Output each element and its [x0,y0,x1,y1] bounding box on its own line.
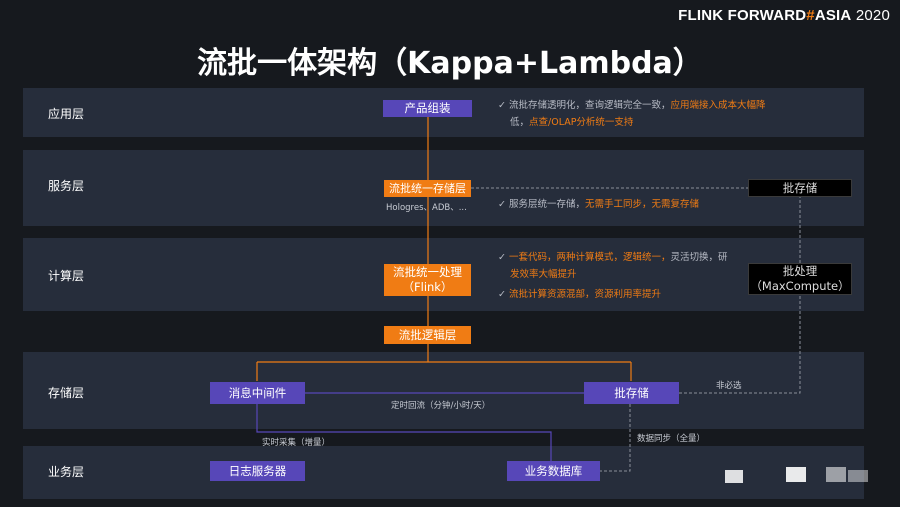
app-note-text-1: 流批存储透明化，查询逻辑完全一致， [508,100,671,111]
batch-processing-title: 批处理 [782,264,818,278]
app-layer-note: ✓流批存储透明化，查询逻辑完全一致，应用端接入成本大幅降 低，点查/OLAP分析… [498,97,788,131]
compute-note-text-2: 发效率大幅提升 [510,269,577,280]
batch-processing-box: 批处理 （MaxCompute） [748,263,852,295]
business-db-box: 业务数据库 [507,461,600,481]
unified-processing-title: 流批统一处理 [393,265,462,279]
watermark-block [786,467,806,482]
optional-label: 非必选 [716,381,742,391]
compute-note-text-3: 流批计算资源混部，资源利用率提升 [508,289,661,300]
watermark-block [725,470,743,483]
brand-main: FLINK FORWARD [678,7,807,24]
layer-label-storage: 存储层 [48,386,85,400]
brand-region: ASIA [814,7,852,24]
check-icon: ✓ [498,100,506,111]
batch-storage-top-box: 批存储 [748,179,852,197]
optional-line [679,295,801,394]
service-note-highlight: 无需手工同步，无需复存储 [584,199,699,210]
batch-storage-box: 批存储 [584,382,679,404]
log-server-box: 日志服务器 [210,461,305,481]
layer-label-business: 业务层 [48,465,85,479]
logic-layer-box: 流批逻辑层 [384,326,471,344]
brand-logo: FLINK FORWARD#ASIA 2020 [678,6,890,26]
app-note-text-2: 低， [510,117,530,128]
service-layer-note: ✓服务层统一存储，无需手工同步，无需复存储 [498,196,758,213]
service-note-text: 服务层统一存储， [508,199,585,210]
check-icon: ✓ [498,252,506,263]
watermark-block [848,470,868,482]
layer-label-compute: 计算层 [48,269,85,283]
compute-note-text-1: 一套代码，两种计算模式，逻辑统一， [508,252,671,263]
data-sync-label: 数据同步（全量） [637,434,706,444]
message-middleware-box: 消息中间件 [210,382,305,404]
page-title: 流批一体架构（Kappa+Lambda） [197,46,703,81]
compute-note-text-1b: 灵活切换，研 [670,252,728,263]
realtime-collect-line [256,404,552,462]
unified-storage-box: 流批统一存储层 [384,180,471,197]
batch-processing-subtitle: （MaxCompute） [750,279,850,293]
brand-hash: # [806,7,815,24]
app-note-highlight-2: 点查/OLAP分析统一支持 [529,117,634,128]
layer-label-service: 服务层 [48,179,85,193]
brand-year: 2020 [855,7,890,24]
realtime-collect-label: 实时采集（增量） [262,438,331,448]
unified-processing-box: 流批统一处理 （Flink） [384,264,471,296]
unified-processing-subtitle: （Flink） [402,280,453,294]
layer-band-storage [23,352,864,429]
layer-band-business [23,446,864,499]
check-icon: ✓ [498,199,506,210]
compute-layer-note: ✓一套代码，两种计算模式，逻辑统一，灵活切换，研 发效率大幅提升 ✓流批计算资源… [498,249,738,303]
data-sync-line [600,404,631,472]
scheduled-backflow-label: 定时回流（分钟/小时/天） [391,401,491,411]
check-icon: ✓ [498,289,506,300]
app-note-highlight-1: 应用端接入成本大幅降 [670,100,766,111]
hologres-label: Hologres、ADB、... [386,203,467,213]
layer-label-app: 应用层 [48,107,85,121]
watermark-block [826,467,846,482]
product-assembly-box: 产品组装 [383,100,472,117]
